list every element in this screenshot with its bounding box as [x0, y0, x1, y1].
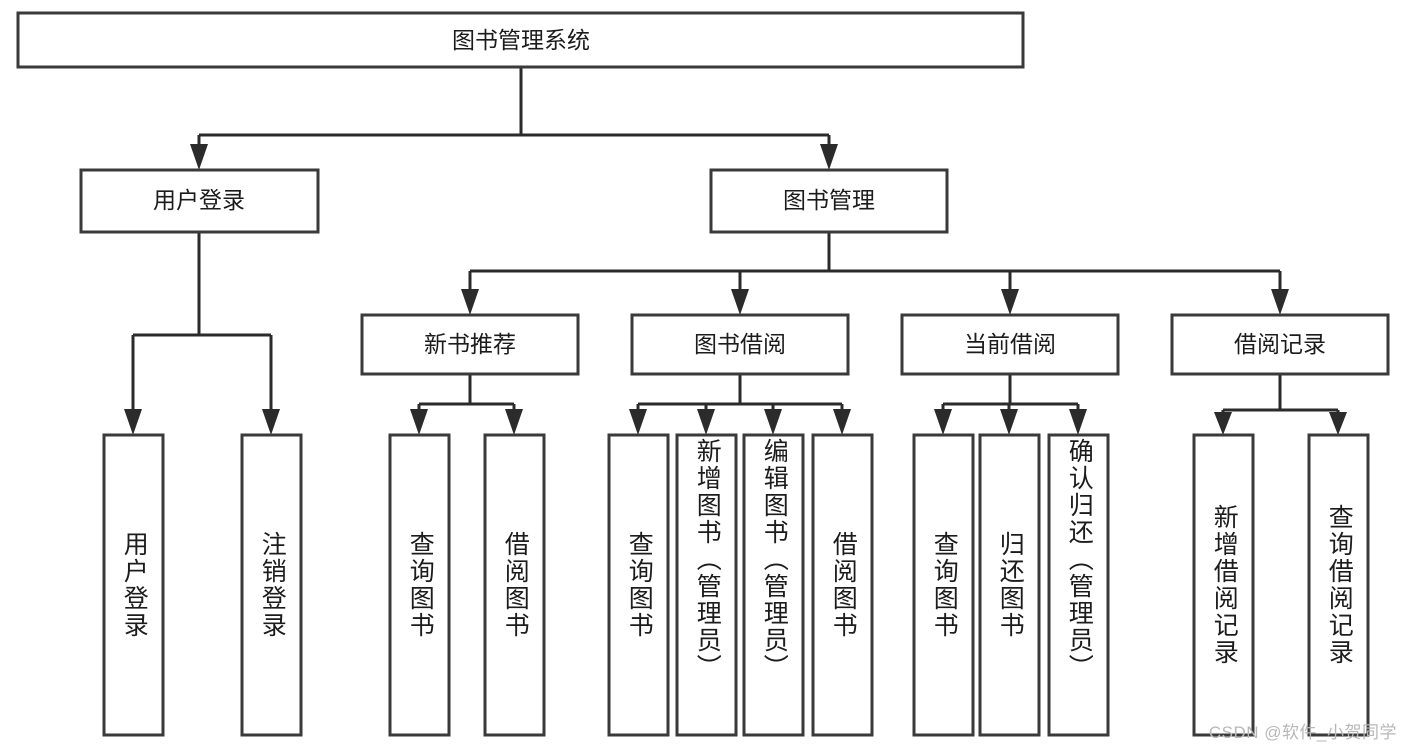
- connector-group-user-login: [124, 232, 280, 435]
- label-user-login: 用户登录: [153, 187, 245, 213]
- arrow-head-user-login: [190, 144, 208, 170]
- arrow-head-leaf-user-login: [124, 409, 142, 435]
- connector-group-new-book-recommend: [410, 374, 523, 435]
- arrow-head-leaf-add-book: [697, 409, 715, 435]
- arrow-head-leaf-borrow-book-1: [505, 409, 523, 435]
- node-leaf-add-book[interactable]: [675, 433, 738, 737]
- node-leaf-return-book[interactable]: [978, 433, 1041, 737]
- node-leaf-query-book-1[interactable]: [388, 433, 451, 737]
- arrow-head-current-borrow: [1001, 289, 1019, 315]
- node-leaf-add-record[interactable]: [1192, 433, 1255, 737]
- node-leaf-confirm-return[interactable]: [1047, 433, 1110, 737]
- node-new-book-recommend[interactable]: [360, 313, 580, 376]
- arrow-head-leaf-query-book-2: [629, 409, 647, 435]
- arrow-head-leaf-edit-book: [764, 409, 782, 435]
- arrow-head-borrow-record: [1271, 289, 1289, 315]
- arrow-head-book-borrow: [731, 289, 749, 315]
- label-root: 图书管理系统: [452, 27, 590, 53]
- node-leaf-borrow-book-2[interactable]: [811, 433, 874, 737]
- arrow-head-leaf-logout-login: [262, 409, 280, 435]
- node-borrow-record[interactable]: [1170, 313, 1390, 376]
- node-leaf-query-book-3[interactable]: [912, 433, 975, 737]
- arrow-head-new-book-recommend: [461, 289, 479, 315]
- arrow-head-leaf-add-record: [1214, 412, 1232, 435]
- watermark-text: CSDN @软件_小贺同学: [1208, 723, 1397, 742]
- node-leaf-borrow-book-1[interactable]: [483, 433, 546, 737]
- connector-group-borrow-record: [1214, 374, 1347, 435]
- node-leaf-query-book-2[interactable]: [607, 433, 670, 737]
- arrow-head-leaf-query-record: [1329, 412, 1347, 435]
- connector-group-book-borrow: [629, 374, 851, 435]
- connector-group-book-management: [461, 232, 1289, 315]
- connector-group-current-borrow: [934, 374, 1087, 435]
- node-leaf-edit-book[interactable]: [742, 433, 805, 737]
- label-borrow-record: 借阅记录: [1234, 331, 1326, 357]
- node-book-management[interactable]: [709, 168, 949, 234]
- arrow-head-leaf-borrow-book-2: [833, 409, 851, 435]
- node-user-login[interactable]: [79, 168, 320, 234]
- label-new-book-recommend: 新书推荐: [424, 331, 516, 357]
- label-current-borrow: 当前借阅: [964, 331, 1056, 357]
- connector-group-root: [190, 67, 838, 170]
- node-leaf-user-login[interactable]: [102, 433, 165, 737]
- node-root[interactable]: [16, 11, 1025, 69]
- node-leaf-query-record[interactable]: [1307, 433, 1370, 737]
- arrow-head-leaf-confirm-return: [1069, 409, 1087, 435]
- arrow-head-leaf-return-book: [1000, 409, 1018, 435]
- node-leaf-logout-login[interactable]: [240, 433, 303, 737]
- node-book-borrow[interactable]: [630, 313, 850, 376]
- node-current-borrow[interactable]: [900, 313, 1120, 376]
- label-book-management: 图书管理: [783, 187, 875, 213]
- arrow-head-book-management: [820, 144, 838, 170]
- label-book-borrow: 图书借阅: [694, 331, 786, 357]
- arrow-head-leaf-query-book-1: [410, 409, 428, 435]
- arrow-head-leaf-query-book-3: [934, 409, 952, 435]
